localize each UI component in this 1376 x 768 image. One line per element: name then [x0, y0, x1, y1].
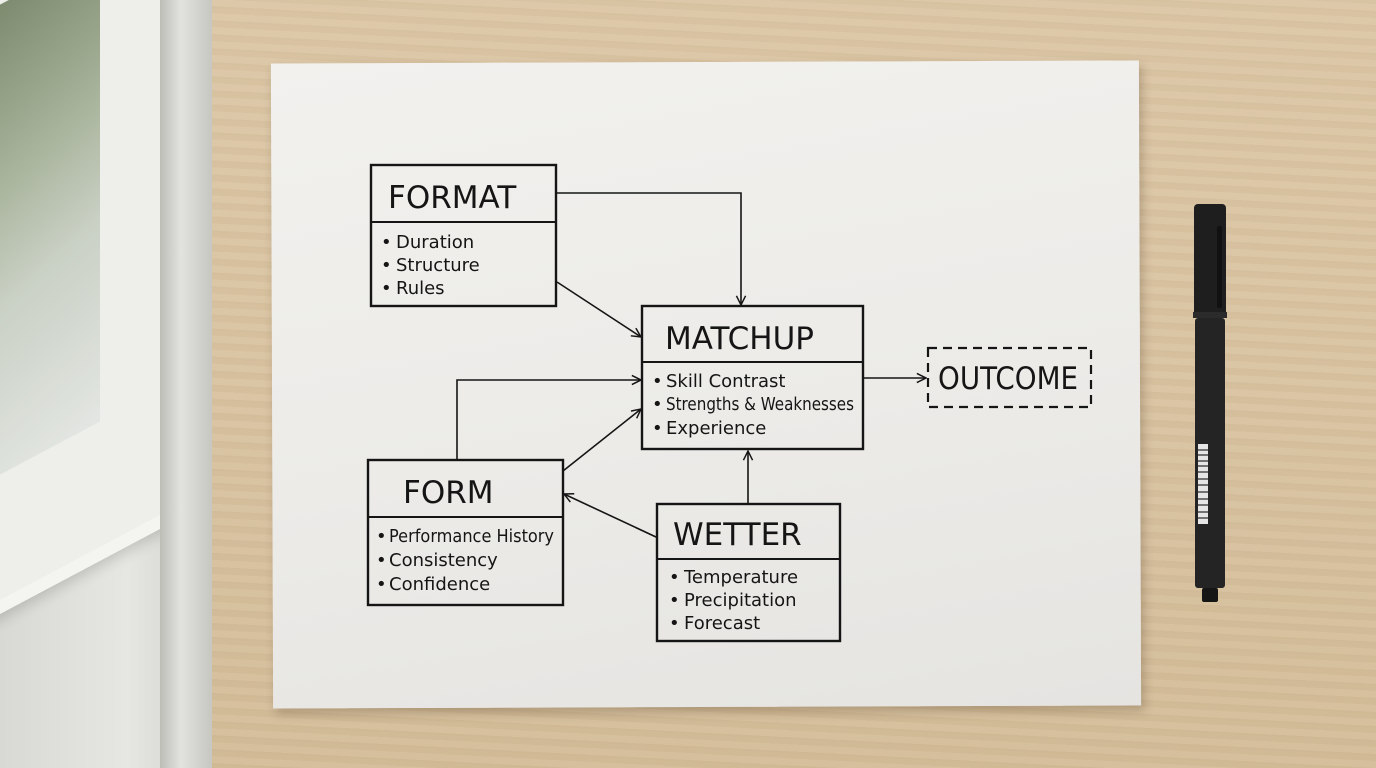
pen-barcode: [1198, 444, 1208, 524]
node-format-bullet: •: [381, 232, 392, 253]
node-form-bullet: •: [376, 550, 387, 571]
node-matchup-bullet: •: [652, 418, 663, 439]
node-matchup-bullet: •: [652, 394, 663, 415]
pen-tip: [1202, 588, 1218, 602]
node-wetter-box: [655, 502, 842, 643]
node-matchup-title: MATCHUP: [665, 321, 814, 357]
window-sill: [160, 0, 212, 768]
node-wetter-bullet: •: [669, 590, 680, 611]
node-format-item: Structure: [396, 255, 480, 276]
node-matchup-item: Skill Contrast: [666, 371, 786, 392]
node-wetter-title: WETTER: [673, 517, 802, 553]
node-matchup-item: Strengths & Weaknesses: [666, 394, 854, 415]
node-matchup-item: Experience: [666, 418, 766, 439]
pen-band: [1193, 312, 1227, 318]
node-outcome-box: [926, 346, 1093, 409]
node-format-bullet: •: [381, 255, 392, 276]
node-matchup: MATCHUP • Skill Contrast • Strengths & W…: [640, 304, 865, 451]
node-form-box: [366, 458, 565, 607]
edge-format-to-matchup: [556, 281, 641, 337]
node-outcome-title: OUTCOME: [938, 361, 1078, 397]
node-format-box: [369, 163, 558, 308]
node-form-item: Consistency: [389, 550, 498, 571]
node-wetter-item: Temperature: [683, 567, 798, 588]
node-format-item: Rules: [396, 278, 445, 299]
node-form-bullet: •: [376, 574, 387, 595]
node-format: FORMAT • Duration • Structure • Rules: [369, 163, 558, 308]
node-format-bullet: •: [381, 278, 392, 299]
node-matchup-bullet: •: [652, 371, 663, 392]
edge-wetter-to-form: [564, 494, 657, 538]
pen-clip: [1217, 226, 1222, 308]
node-outcome: OUTCOME: [926, 346, 1093, 409]
node-wetter-bullet: •: [669, 613, 680, 634]
node-wetter: WETTER • Temperature • Precipitation • F…: [655, 502, 842, 643]
pen-barcode-lines: [1198, 449, 1208, 519]
node-format-title: FORMAT: [388, 180, 517, 216]
edge-form-to-matchup: [562, 409, 641, 472]
node-form-title: FORM: [403, 475, 494, 511]
node-wetter-item: Forecast: [684, 613, 760, 634]
node-matchup-box: [640, 304, 865, 451]
node-wetter-item: Precipitation: [684, 590, 797, 611]
node-form-bullet: •: [376, 526, 387, 547]
window-wall: [0, 0, 212, 768]
edge-format-to-matchup-top: [556, 192, 741, 305]
node-form-item: Performance History: [389, 526, 554, 547]
marker-pen: [1193, 204, 1227, 602]
edge-form-to-matchup-top: [456, 380, 641, 459]
node-form: FORM • Performance History • Consistency…: [366, 458, 565, 607]
node-form-item: Confidence: [389, 574, 490, 595]
node-format-item: Duration: [396, 232, 474, 253]
node-wetter-bullet: •: [669, 567, 680, 588]
